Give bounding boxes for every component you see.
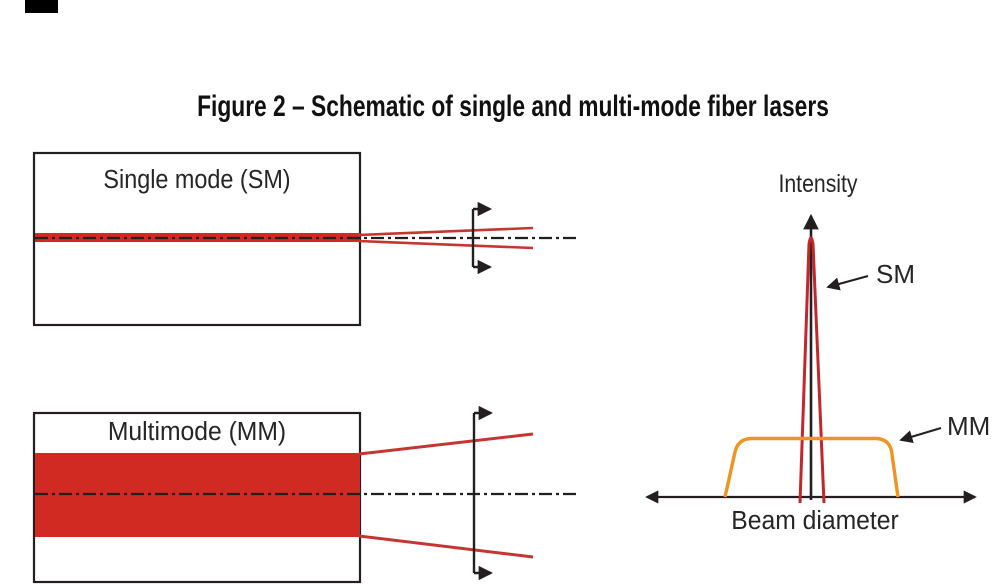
sm-divergence-upper-line	[357, 226, 534, 237]
mm-divergence-upper-line	[358, 432, 534, 456]
scan-artifact-mark	[25, 0, 58, 13]
mm-intensity-curve	[723, 436, 900, 498]
beam-diameter-axis-label: Beam diameter	[731, 506, 899, 535]
mm-annotation-label: MM	[947, 411, 990, 441]
mm-divergence-lower-line	[358, 534, 534, 559]
sm-annotation-label: SM	[876, 259, 915, 289]
sm-intensity-curve	[798, 236, 826, 504]
sm-divergence-lower-line	[357, 239, 534, 250]
figure-title: Figure 2 – Schematic of single and multi…	[197, 89, 829, 123]
sm-fiber-label: Single mode (SM)	[103, 166, 290, 194]
mm-annotation-arrow	[899, 426, 942, 444]
sm-annotation-arrow	[826, 274, 869, 291]
intensity-axis-label: Intensity	[778, 169, 857, 197]
mm-fiber-label: Multimode (MM)	[108, 417, 286, 446]
